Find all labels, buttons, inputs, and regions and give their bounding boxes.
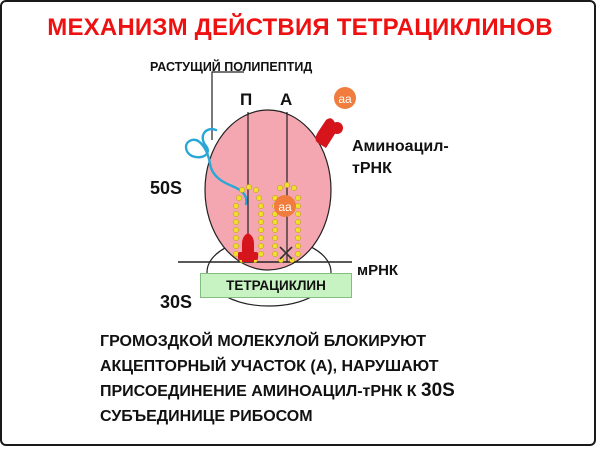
p-site-label: П bbox=[240, 90, 253, 109]
caption-line-1: ГРОМОЗДКОЙ МОЛЕКУЛОЙ БЛОКИРУЮТ bbox=[100, 333, 427, 350]
caption-line-3: ПРИСОЕДИНЕНИЕ АМИНОАЦИЛ-тРНК К 30S bbox=[100, 379, 570, 405]
mrna-label: мРНК bbox=[357, 262, 399, 279]
free-amino-acid-label: aa bbox=[338, 92, 352, 106]
free-amino-acid bbox=[334, 87, 356, 109]
p-site-trna bbox=[238, 233, 258, 262]
polypeptide-leader-line bbox=[211, 71, 244, 140]
aminoacyl-trna-label-line1: Аминоацил- bbox=[352, 138, 449, 155]
caption-line-3-text: ПРИСОЕДИНЕНИЕ АМИНОАЦИЛ-тРНК К bbox=[100, 383, 422, 400]
slide-title: МЕХАНИЗМ ДЕЙСТВИЯ ТЕТРАЦИКЛИНОВ bbox=[47, 14, 553, 41]
block-x-icon bbox=[279, 246, 293, 260]
caption-line-3-emphasis: 30S bbox=[421, 380, 455, 401]
small-subunit-label: 30S bbox=[160, 292, 193, 312]
a-site-label: А bbox=[280, 90, 293, 109]
incoming-aminoacyl-trna bbox=[315, 118, 343, 148]
aa-in-a-site-label: aa bbox=[278, 200, 292, 214]
large-subunit-50s bbox=[204, 109, 332, 271]
caption-line-2: АКЦЕПТОРНЫЙ УЧАСТОК (А), НАРУШАЮТ bbox=[100, 357, 439, 375]
aminoacyl-trna-label-line2: тРНК bbox=[352, 160, 392, 177]
caption-line-4: СУБЪЕДИНИЦЕ РИБОСОМ bbox=[100, 407, 313, 425]
caption: ГРОМОЗДКОЙ МОЛЕКУЛОЙ БЛОКИРУЮТ АКЦЕПТОРН… bbox=[100, 330, 570, 429]
growing-polypeptide-chain bbox=[184, 127, 248, 206]
tetracycline-label: ТЕТРАЦИКЛИН bbox=[200, 273, 352, 298]
growing-polypeptide-label: РАСТУЩИЙ ПОЛИПЕПТИД bbox=[150, 60, 313, 74]
large-subunit-label: 50S bbox=[150, 178, 183, 198]
aa-in-a-site bbox=[274, 195, 296, 217]
